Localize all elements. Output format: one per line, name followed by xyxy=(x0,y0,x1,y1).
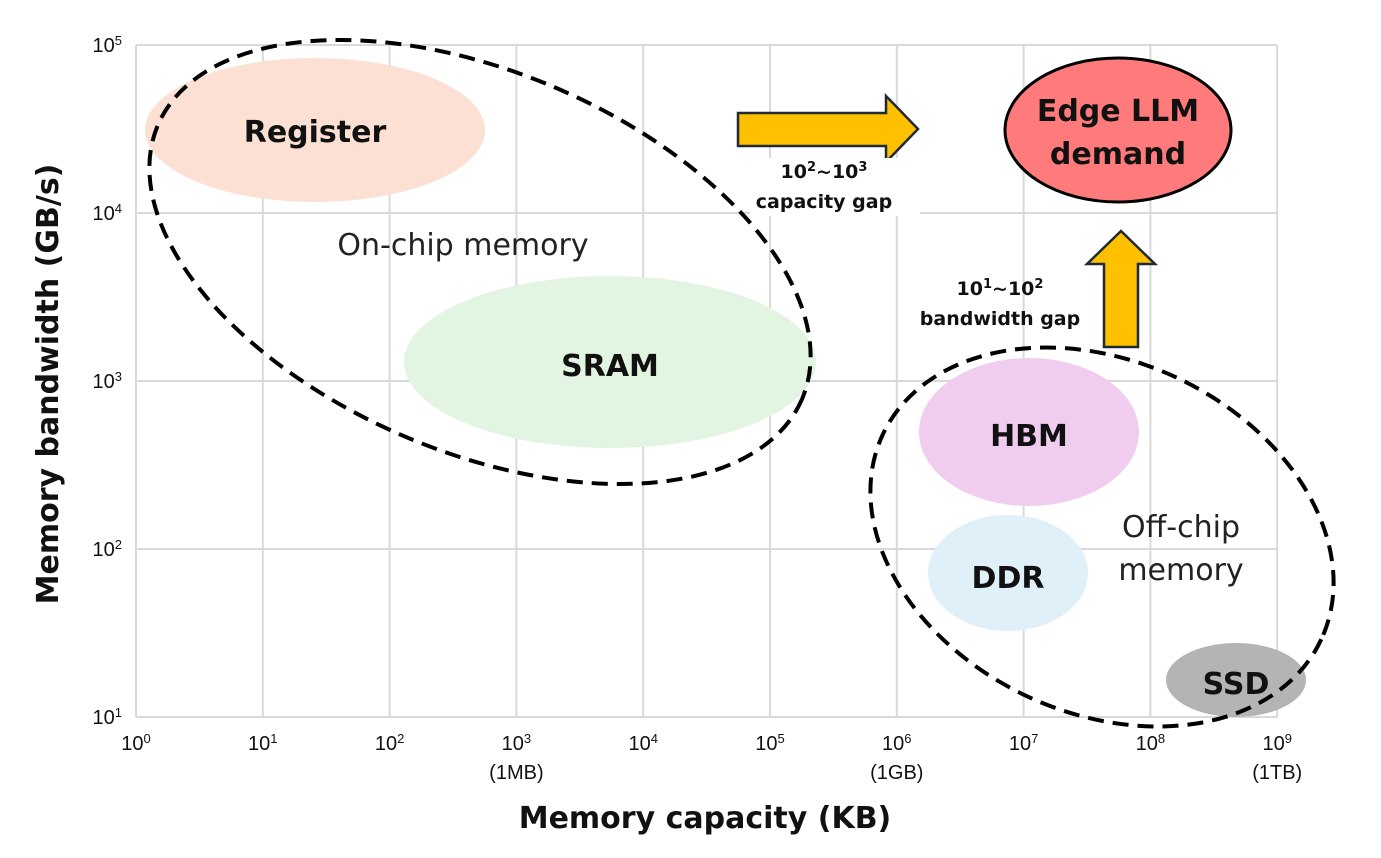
capacity-gap-arrow xyxy=(736,92,920,166)
demand-label-line1: Edge LLM xyxy=(1037,94,1199,129)
off-chip-label-line2: memory xyxy=(1118,553,1243,588)
off-chip-boundary xyxy=(868,345,1336,729)
bandwidth-gap-arrow xyxy=(1083,229,1159,349)
x-tick-label: 102 xyxy=(375,731,404,756)
on-chip-label: On-chip memory xyxy=(337,228,588,263)
y-tick-label: 101 xyxy=(93,705,122,730)
bandwidth-gap-range: 101~102 xyxy=(957,277,1044,301)
capacity-gap-label-bg xyxy=(750,158,920,216)
x-tick-label: 104 xyxy=(628,731,657,756)
y-tick-label: 103 xyxy=(93,369,122,394)
y-tick-label: 102 xyxy=(93,537,122,562)
register-label: Register xyxy=(244,115,387,150)
ssd-label: SSD xyxy=(1203,667,1270,702)
memory-regions xyxy=(145,58,1306,717)
x-tick-label: 107 xyxy=(1009,731,1038,756)
demand-label-line2: demand xyxy=(1050,137,1186,172)
x-axis-ticks: 100 101 102 103 (1MB) 104 105 106 (1GB) 107 108 109… xyxy=(121,731,1302,785)
sram-region xyxy=(404,276,816,448)
x-tick-label: 105 xyxy=(755,731,784,756)
ddr-region xyxy=(928,515,1088,631)
x-tick-label: 101 xyxy=(248,731,277,756)
x-tick-label: 100 xyxy=(121,731,150,756)
y-axis-title: Memory bandwidth (GB/s) xyxy=(31,164,66,605)
x-tick-label: 109 xyxy=(1262,731,1291,756)
ddr-label: DDR xyxy=(972,561,1045,596)
x-tick-note: (1MB) xyxy=(489,762,543,784)
capacity-gap-range: 102~103 xyxy=(781,160,868,184)
x-axis-title: Memory capacity (KB) xyxy=(519,801,892,836)
ssd-region xyxy=(1166,643,1306,717)
off-chip-label-line1: Off-chip xyxy=(1122,510,1240,545)
y-axis-ticks: 101 102 103 104 105 xyxy=(93,33,122,730)
capacity-gap-label: capacity gap xyxy=(756,191,892,213)
x-tick-note: (1TB) xyxy=(1252,762,1302,784)
hbm-label: HBM xyxy=(990,419,1068,454)
x-tick-note: (1GB) xyxy=(870,762,923,784)
x-tick-label: 103 xyxy=(502,731,531,756)
y-tick-label: 104 xyxy=(93,201,122,226)
register-region xyxy=(145,58,485,202)
on-chip-boundary xyxy=(147,37,813,487)
bandwidth-gap-label: bandwidth gap xyxy=(920,308,1080,330)
x-tick-label: 108 xyxy=(1136,731,1165,756)
x-tick-label: 106 xyxy=(882,731,911,756)
edge-llm-demand-region xyxy=(1003,56,1233,204)
hbm-region xyxy=(919,358,1139,506)
sram-label: SRAM xyxy=(561,349,659,384)
y-tick-label: 105 xyxy=(93,33,122,58)
